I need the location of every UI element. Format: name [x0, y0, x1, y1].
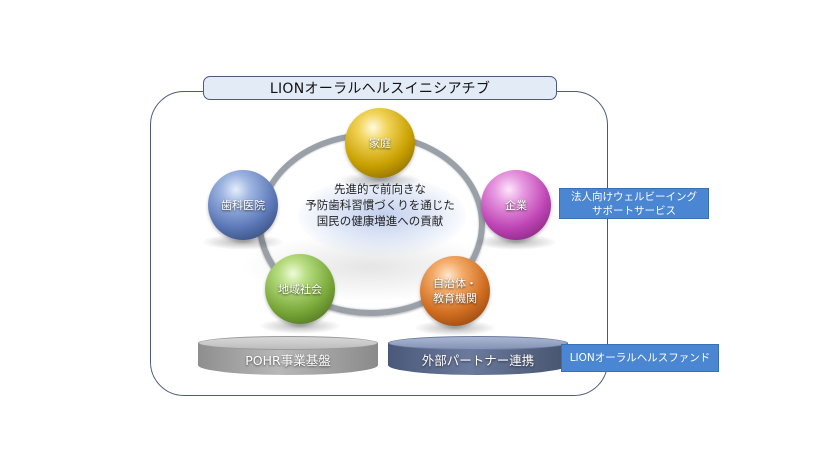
- diagram-title: LIONオーラルヘルスイニシアチブ: [203, 76, 557, 100]
- wellbeing-line-2: サポートサービス: [592, 204, 676, 217]
- pedestal-pohr: POHR事業基盤: [198, 336, 378, 382]
- sphere-community-label: 地域社会: [278, 282, 322, 296]
- sphere-company: 企業: [481, 170, 551, 240]
- sphere-municipality: 自治体・ 教育機関: [420, 256, 490, 326]
- sphere-municipality-label-1: 自治体・: [433, 277, 477, 290]
- center-line-1: 先進的で前向きな: [334, 182, 426, 196]
- fund-label: LIONオーラルヘルスファンド: [569, 352, 711, 364]
- sphere-shadow-chiiki: [258, 318, 342, 334]
- sphere-shadow-shika: [201, 234, 285, 250]
- oral-health-fund-box: LIONオーラルヘルスファンド: [561, 344, 719, 372]
- pedestal-partners-top: [388, 336, 568, 350]
- sphere-shadow-jichitai: [413, 320, 497, 336]
- wellbeing-line-1: 法人向けウェルビーイング: [571, 190, 697, 203]
- sphere-household-label: 家庭: [369, 136, 391, 150]
- sphere-shadow-kotei: [338, 172, 422, 188]
- sphere-household: 家庭: [345, 108, 415, 178]
- sphere-dental-clinic: 歯科医院: [208, 170, 278, 240]
- center-glow: [298, 176, 466, 256]
- sphere-municipality-label-2: 教育機関: [433, 292, 477, 305]
- sphere-company-label: 企業: [505, 198, 527, 212]
- sphere-community: 地域社会: [265, 254, 335, 324]
- center-message: 先進的で前向きな 予防歯科習慣づくりを通じた 国民の健康増進への貢献: [290, 181, 470, 229]
- center-line-2: 予防歯科習慣づくりを通じた: [305, 198, 455, 212]
- sphere-dental-clinic-label: 歯科医院: [221, 198, 265, 212]
- sphere-shadow-kigyo: [474, 234, 558, 250]
- center-line-3: 国民の健康増進への貢献: [316, 214, 444, 228]
- wellbeing-service-box: 法人向けウェルビーイング サポートサービス: [559, 188, 709, 219]
- pedestal-partners: 外部パートナー連携: [388, 336, 568, 382]
- pedestal-pohr-top: [198, 336, 378, 350]
